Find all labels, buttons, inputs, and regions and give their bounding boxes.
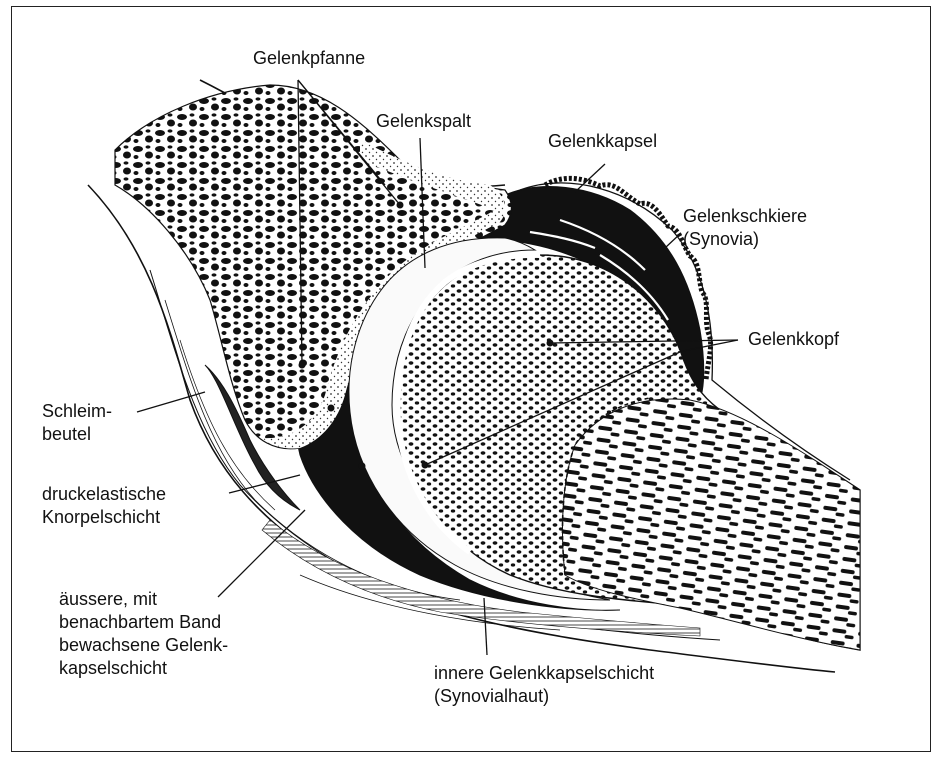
label-gelenkpfanne: Gelenkpfanne xyxy=(253,47,365,69)
label-gelenkspalt: Gelenkspalt xyxy=(376,110,471,132)
label-innere-line1: innere Gelenkkapselschicht xyxy=(434,662,654,684)
label-gelenkschmiere-line1: Gelenkschkiere xyxy=(683,205,807,227)
label-aeussere-line2: benachbartem Band xyxy=(59,611,221,633)
label-gelenkkopf: Gelenkkopf xyxy=(748,328,839,350)
label-gelenkkapsel: Gelenkkapsel xyxy=(548,130,657,152)
label-innere-line2: (Synovialhaut) xyxy=(434,685,549,707)
label-schleimbeutel-line1: Schleim- xyxy=(42,400,112,422)
label-gelenkschmiere-line2: (Synovia) xyxy=(683,228,759,250)
label-aeussere-line3: bewachsene Gelenk- xyxy=(59,634,228,656)
label-schleimbeutel-line2: beutel xyxy=(42,423,91,445)
label-knorpel-line2: Knorpelschicht xyxy=(42,506,160,528)
femoral-shaft-bone xyxy=(562,399,860,650)
label-aeussere-line1: äussere, mit xyxy=(59,588,157,610)
label-knorpel-line1: druckelastische xyxy=(42,483,166,505)
label-aeussere-line4: kapselschicht xyxy=(59,657,167,679)
